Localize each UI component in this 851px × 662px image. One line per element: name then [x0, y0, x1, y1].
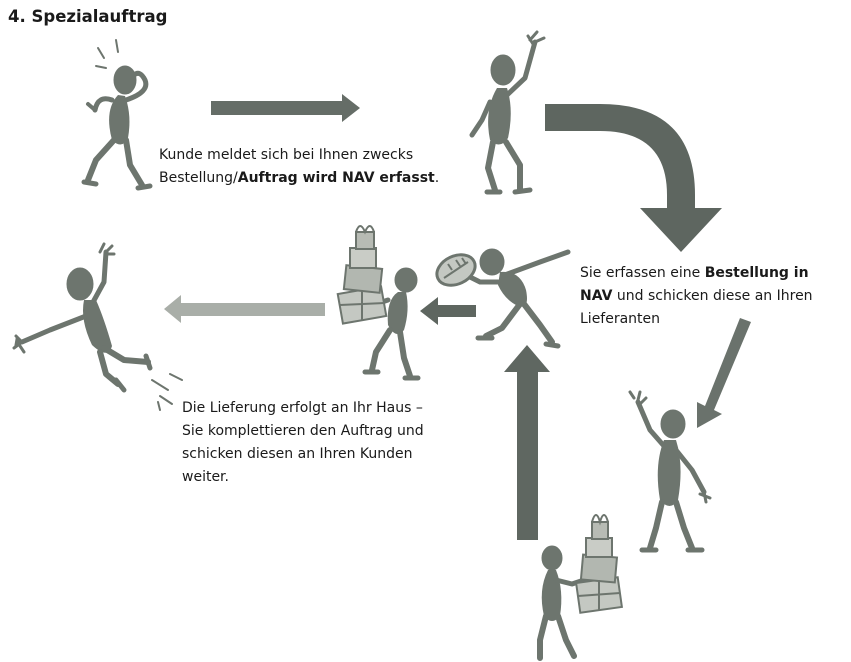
step-2-line-c: Lieferanten [580, 311, 661, 327]
page-title: 4. Spezialauftrag [8, 7, 168, 26]
figure-waving [469, 30, 546, 195]
arrow-up-from-delivery [504, 345, 550, 540]
step-1-text: Kunde meldet sich bei Ihnen zwecks Beste… [159, 144, 489, 190]
step-3-line-c: schicken diesen an Ihren Kunden [182, 446, 413, 462]
step-2-bold-a: Bestellung in [704, 265, 809, 281]
step-1-line-a: Kunde meldet sich bei Ihnen zwecks [159, 147, 414, 163]
arrow-to-final-customer [164, 295, 325, 323]
step-1-end: . [434, 170, 440, 186]
figure-delivery [537, 545, 587, 661]
figure-supplier [628, 390, 712, 553]
rugby-package [435, 253, 477, 287]
curved-arrow-to-order [545, 104, 722, 252]
step-2-bold-b: NAV [580, 288, 613, 304]
figure-passing-package [465, 248, 571, 349]
figure-customer-calling [81, 39, 153, 191]
figure-final-customer [12, 242, 183, 411]
step-3-line-a: Die Lieferung erfolgt an Ihr Haus – [182, 400, 423, 416]
step-3-text: Die Lieferung erfolgt an Ihr Haus – Sie … [182, 397, 472, 489]
step-1-line-b: Bestellung/ [159, 170, 238, 186]
step-2-line-a: Sie erfassen eine [580, 265, 705, 281]
step-1-bold: Auftrag wird NAV erfasst [237, 170, 435, 186]
step-3-line-d: weiter. [182, 469, 229, 485]
step-3-line-b: Sie komplettieren den Auftrag und [182, 423, 424, 439]
step-2-line-b: und schicken diese an Ihren [612, 288, 813, 304]
arrow-to-assembler [420, 297, 476, 325]
step-2-text: Sie erfassen eine Bestellung in NAV und … [580, 262, 850, 331]
gift-stack-bottom [574, 514, 624, 614]
arrow-customer-to-you [211, 94, 360, 122]
arrow-to-supplier [697, 318, 751, 428]
gift-stack-middle [336, 225, 388, 325]
